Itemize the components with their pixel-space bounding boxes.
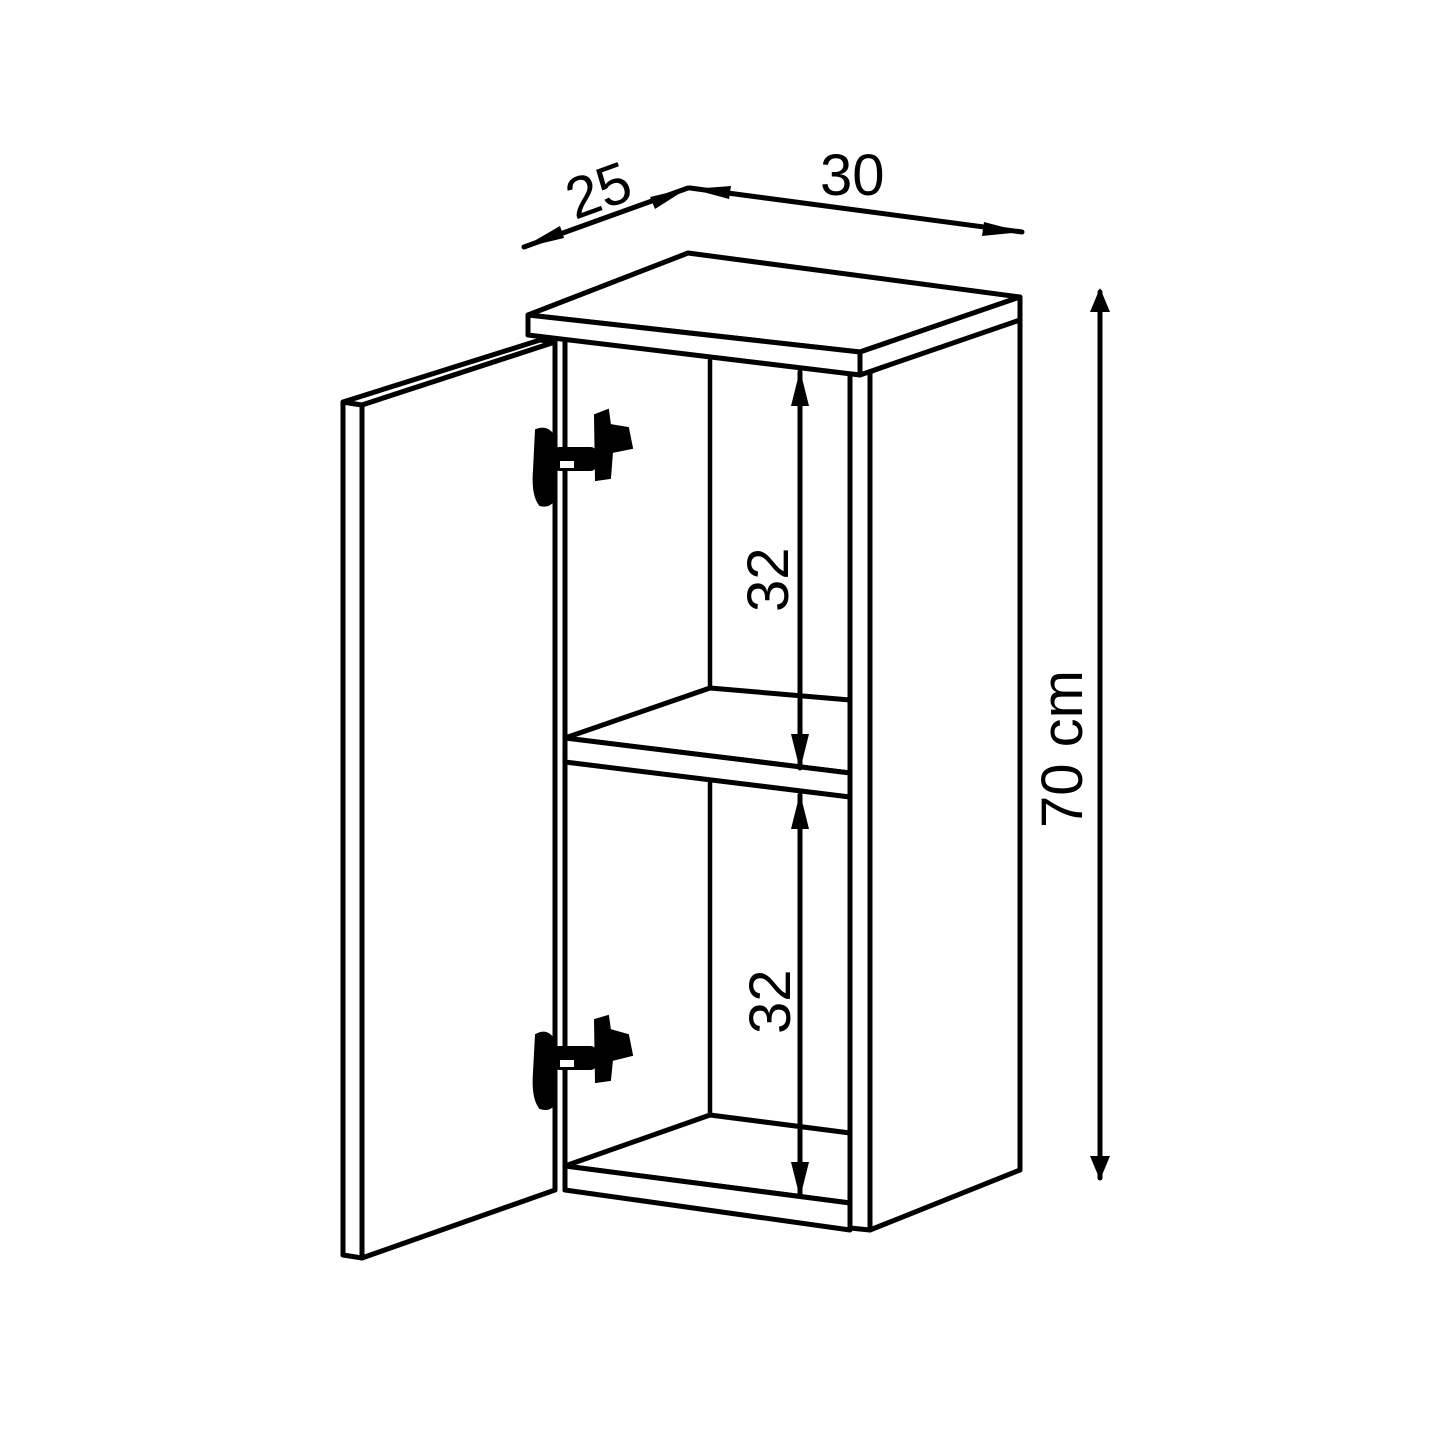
cabinet-right-front-edge — [847, 367, 873, 1233]
cabinet-shelf — [562, 685, 853, 800]
depth-label: 25 — [557, 149, 640, 232]
width-dimension: 30 — [687, 143, 1025, 236]
upper-compartment-dimension: 32 — [736, 369, 809, 771]
lower-compartment-dimension: 32 — [738, 792, 809, 1199]
lower-hinge — [532, 1014, 634, 1110]
depth-dimension: 25 — [521, 149, 691, 250]
lower-compartment-label: 32 — [738, 969, 803, 1034]
height-label: 70 cm — [1030, 670, 1095, 828]
width-label: 30 — [820, 143, 885, 208]
open-door — [340, 337, 558, 1261]
upper-hinge — [532, 408, 634, 507]
cabinet-right-side-panel — [867, 307, 1023, 1233]
cabinet-bottom-panel — [562, 1112, 853, 1233]
cabinet-top-panel — [525, 250, 1023, 378]
upper-compartment-label: 32 — [736, 547, 801, 612]
height-dimension: 70 cm — [1030, 288, 1110, 1181]
